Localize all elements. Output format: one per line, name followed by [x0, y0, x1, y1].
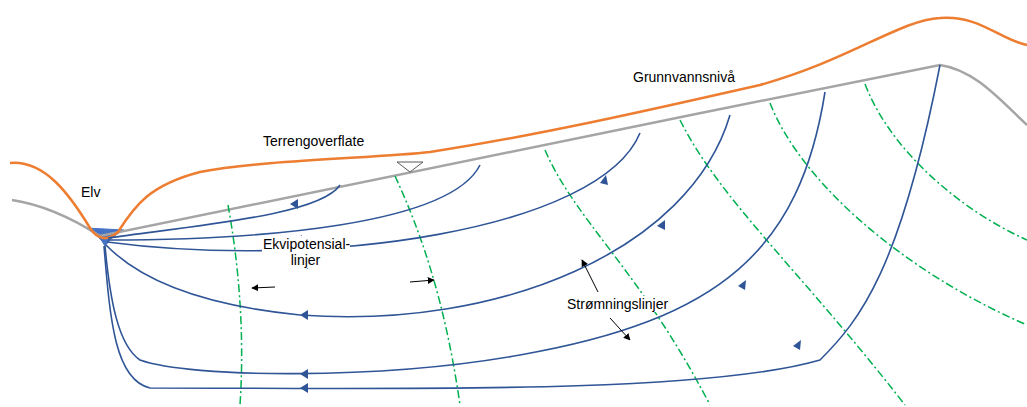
diagram-label: Ekvipotensial- linjer: [262, 236, 350, 268]
diagram-label: Strømningslinjer: [566, 296, 669, 312]
flow-lines: [104, 65, 940, 389]
diagram-label: Terrengoverflate: [262, 133, 365, 149]
groundwater-line: [12, 65, 1027, 236]
label-text: Strømningslinjer: [566, 296, 669, 312]
label-text: Ekvipotensial- linjer: [262, 236, 350, 268]
label-text: Grunnvannsnivå: [632, 69, 736, 85]
equipotential-lines: [228, 84, 1027, 405]
diagram-label: Elv: [80, 184, 101, 200]
terrain-surface: [10, 18, 1027, 238]
label-text: Elv: [80, 184, 101, 200]
flow-arrowheads: [290, 175, 801, 393]
diagram-label: Grunnvannsnivå: [632, 69, 736, 85]
water-table-symbol: [397, 162, 423, 172]
label-text: Terrengoverflate: [262, 133, 365, 149]
